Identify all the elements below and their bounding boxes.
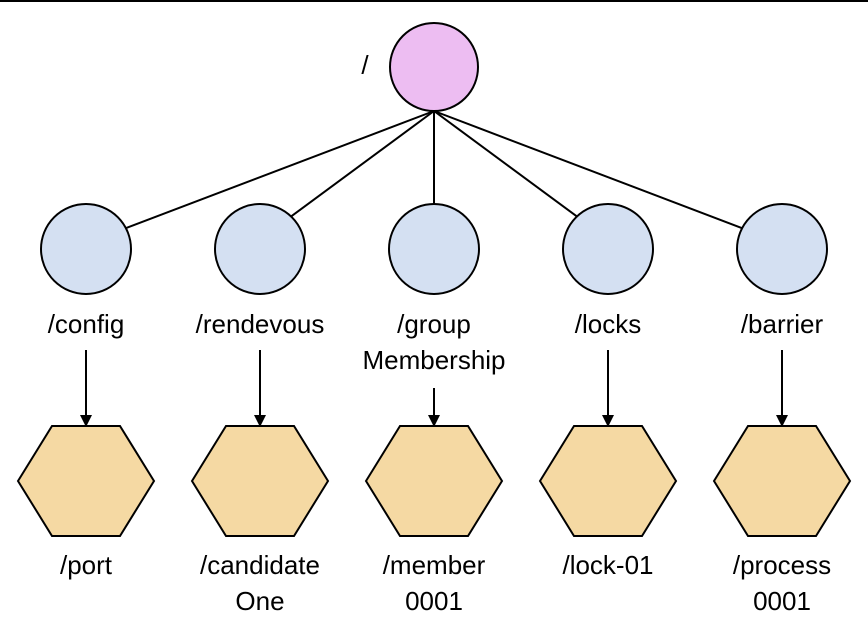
tree-node-3 [388, 203, 480, 295]
tree-node-4-label: /locks [575, 309, 641, 339]
tree-node-1 [40, 203, 132, 295]
tree-node-5-label: /barrier [741, 309, 824, 339]
leaf-1-label: /port [60, 550, 113, 580]
tree-node-2 [214, 203, 306, 295]
leaf-4-label: /lock-01 [562, 550, 653, 580]
tree-node-5 [736, 203, 828, 295]
root-node-label: / [361, 50, 369, 80]
tree-node-2-label: /rendevous [196, 309, 325, 339]
tree-node-3-label-line-2: Membership [362, 345, 505, 375]
edge-root-to-node-5 [433, 110, 743, 230]
edge-root-to-node-4 [433, 110, 578, 218]
edge-root-to-node-1 [125, 110, 435, 230]
leaf-3-label-line-1: /member [383, 550, 486, 580]
arrows-layer [80, 350, 788, 427]
root-node [389, 22, 479, 112]
leaf-5-label-line-2: 0001 [753, 586, 811, 616]
leaf-hexagon-4 [538, 425, 678, 537]
leaf-2-label-line-2: One [235, 586, 284, 616]
tree-node-1-label: /config [48, 309, 125, 339]
tree-node-3-label-line-1: /group [397, 309, 471, 339]
labels-layer: / /config/port/rendevous/candidateOne/gro… [48, 50, 831, 616]
leaf-3-label-line-2: 0001 [405, 586, 463, 616]
leaf-hexagon-1 [16, 425, 156, 537]
shapes-layer [16, 22, 852, 537]
edges-layer [125, 110, 743, 230]
leaf-2-label-line-1: /candidate [200, 550, 320, 580]
leaf-5-label-line-1: /process [733, 550, 831, 580]
leaf-hexagon-2 [190, 425, 330, 537]
leaf-hexagon-3 [364, 425, 504, 537]
leaf-hexagon-5 [712, 425, 852, 537]
edge-root-to-node-2 [290, 110, 435, 218]
tree-node-4 [562, 203, 654, 295]
